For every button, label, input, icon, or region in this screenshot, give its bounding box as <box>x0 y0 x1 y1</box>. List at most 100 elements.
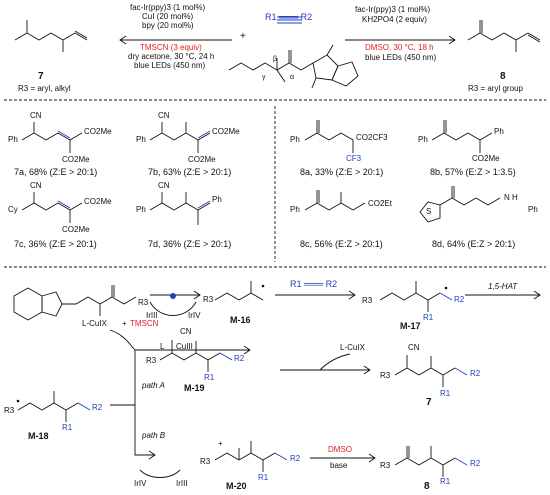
mech-r2-m17: R2 <box>454 295 465 304</box>
product-8-note: R3 = aryl group <box>468 84 523 93</box>
label-beta: β <box>273 56 278 63</box>
right-cond-2: KH2PO4 (2 equiv) <box>362 15 427 24</box>
left-cond-tmscn: TMSCN (3 equiv) <box>140 43 202 52</box>
label-M18: M-18 <box>28 431 49 441</box>
label-product-7-mech: 7 <box>426 397 432 408</box>
example-7c-structure <box>21 192 83 223</box>
label-M19: M-19 <box>184 383 205 393</box>
mech-ir4-2: IrIV <box>134 479 147 488</box>
mech-r1-m19: R1 <box>204 373 215 382</box>
7a-co2me-2: CO2Me <box>62 155 90 164</box>
arrow-path-A <box>110 349 250 406</box>
8a-sub2: CF3 <box>346 154 362 163</box>
8d-s: S <box>426 207 432 216</box>
mech-plus-m20: + <box>218 439 223 448</box>
oxidation-curved-arrow <box>139 469 181 478</box>
8d-nh: N H <box>504 193 518 202</box>
mech-r1-m18: R1 <box>62 423 73 432</box>
right-cond-light: blue LEDs (450 nm) <box>365 53 437 62</box>
8b-ph: Ph <box>418 135 428 144</box>
7a-yield: 7a, 68% (Z:E > 20:1) <box>14 167 98 177</box>
7d-ph: Ph <box>136 205 146 214</box>
7d-yield: 7d, 36% (Z:E > 20:1) <box>148 239 232 249</box>
example-7d-structure <box>149 192 211 225</box>
mech-ir4-1: IrIV <box>188 311 201 320</box>
example-8b-structure <box>431 120 493 153</box>
mech-r3-7: R3 <box>380 371 391 380</box>
8a-yield: 8a, 33% (Z:E > 20:1) <box>300 167 384 177</box>
8d-ph: Ph <box>528 205 538 214</box>
7c-co2me-1: CO2Me <box>84 197 112 206</box>
8c-ph: Ph <box>290 205 300 214</box>
mech-r1-m17: R1 <box>423 313 434 322</box>
mech-r1-8: R1 <box>440 477 451 486</box>
arrow-path-B <box>134 405 155 456</box>
M20-structure <box>214 441 288 472</box>
label-M20: M-20 <box>226 481 247 491</box>
product-7-mech-structure <box>394 355 468 387</box>
8b-sub1: Ph <box>494 127 504 136</box>
mech-r2-m20: R2 <box>290 454 301 463</box>
mech-lcux: L-CuIX <box>82 319 107 328</box>
example-8c-structure <box>304 190 366 211</box>
label-alpha: α <box>290 74 295 81</box>
product-8-structure <box>467 20 541 52</box>
mech-ir3-1: IrIII <box>146 311 158 320</box>
7b-co2me-2: CO2Me <box>188 155 216 164</box>
mech-r2-7: R2 <box>470 369 481 378</box>
mech-tmscn: TMSCN <box>130 319 159 328</box>
M18-structure <box>16 391 91 422</box>
mech-l-m19: L <box>160 342 165 351</box>
mech-r3-m16: R3 <box>203 295 214 304</box>
reductive-elimination-arrow <box>319 353 351 371</box>
mech-r3-m17: R3 <box>362 296 373 305</box>
product-7-structure <box>14 20 88 52</box>
mech-base: base <box>330 461 348 470</box>
example-7b-structure <box>149 122 211 153</box>
M16-structure <box>214 281 265 301</box>
product-8-mech-structure <box>394 446 468 477</box>
label-product-8-mech: 8 <box>424 481 430 492</box>
mech-r2-m19: R2 <box>234 354 245 363</box>
M17-structure <box>379 281 453 312</box>
mech-alkyne: R1 ═══ R2 <box>290 279 338 289</box>
left-cond-2: CuI (20 mol%) <box>142 12 194 21</box>
mech-r1-7: R1 <box>440 389 451 398</box>
7b-cn: CN <box>158 111 170 120</box>
photoredox-curved-arrow <box>149 301 197 316</box>
cu-addition-arrow <box>109 329 136 351</box>
8a-ph: Ph <box>290 135 300 144</box>
label-M16: M-16 <box>230 315 251 325</box>
left-cond-light: blue LEDs (450 nm) <box>134 61 206 70</box>
M19-structure <box>159 340 233 372</box>
light-bulb-icon <box>170 293 176 299</box>
example-8d-structure <box>419 186 501 223</box>
8c-sub1: CO2Et <box>368 199 393 208</box>
8c-yield: 8c, 56% (E:Z > 20:1) <box>300 239 383 249</box>
right-cond-dmso: DMSO, 30 °C, 18 h <box>365 43 434 52</box>
mech-cn-7: CN <box>408 343 420 352</box>
7c-co2me-2: CO2Me <box>62 225 90 234</box>
mech-ir3-2: IrIII <box>176 479 188 488</box>
7c-cy: Cy <box>8 205 18 214</box>
7a-cn: CN <box>30 111 42 120</box>
8b-yield: 8b, 57% (E:Z > 1:3.5) <box>430 167 516 177</box>
product-7-note: R3 = aryl, alkyl <box>18 84 71 93</box>
label-M17: M-17 <box>400 321 421 331</box>
mech-r1-m20: R1 <box>258 473 269 482</box>
right-cond-1: fac-Ir(ppy)3 (1 mol%) <box>355 5 431 14</box>
label-gamma: γ <box>262 74 266 81</box>
mech-r2-8: R2 <box>470 459 481 468</box>
mech-r3-m19: R3 <box>146 356 157 365</box>
8b-sub2: CO2Me <box>472 154 500 163</box>
label-HAT: 1,5-HAT <box>488 282 518 291</box>
mech-lcux-out: L-CuIX <box>340 343 365 352</box>
7b-ph: Ph <box>136 135 146 144</box>
label-path-A: path A <box>142 381 165 390</box>
7c-cn: CN <box>30 181 42 190</box>
top-alkyne: R1 ═══ R2 <box>265 12 313 22</box>
8d-yield: 8d, 64% (E:Z > 20:1) <box>432 239 516 249</box>
mech-r2-m18: R2 <box>92 403 103 412</box>
7b-yield: 7b, 63% (Z:E > 20:1) <box>148 167 232 177</box>
7a-ph: Ph <box>8 135 18 144</box>
